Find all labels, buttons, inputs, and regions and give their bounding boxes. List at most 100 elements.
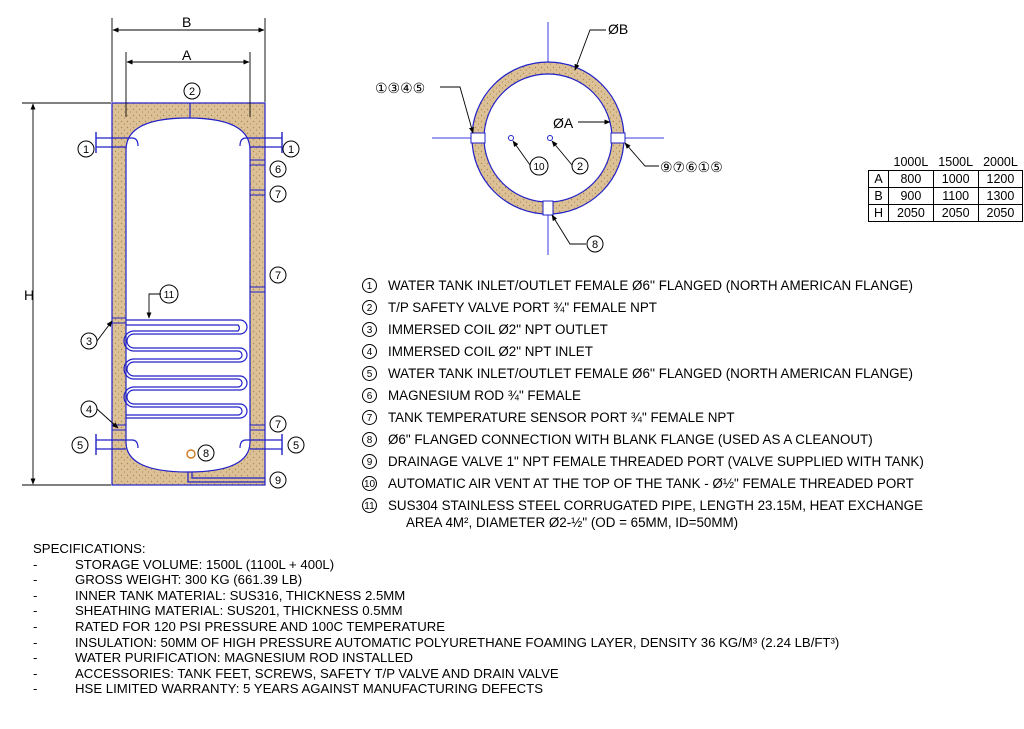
callout-2: 2 bbox=[183, 82, 201, 100]
svg-text:6: 6 bbox=[275, 164, 281, 176]
tank-top-view bbox=[432, 22, 664, 255]
callout-group-top: ①③④⑤ bbox=[375, 80, 425, 96]
legend-text: DRAINAGE VALVE 1" NPT FEMALE THREADED PO… bbox=[388, 454, 924, 469]
spec-text: RATED FOR 120 PSI PRESSURE AND 100C TEMP… bbox=[75, 618, 446, 634]
legend-item: 9 DRAINAGE VALVE 1" NPT FEMALE THREADED P… bbox=[362, 452, 1012, 474]
svg-text:11: 11 bbox=[164, 290, 175, 301]
callout-1-right: 1 bbox=[282, 140, 300, 158]
table-row-label: A bbox=[867, 170, 890, 188]
legend-item: 4 IMMERSED COIL Ø2" NPT INLET bbox=[362, 342, 1012, 364]
table-cell: 2050 bbox=[977, 204, 1024, 222]
callout-8-side: 8 bbox=[197, 444, 215, 462]
table-cell: 1100 bbox=[932, 187, 979, 205]
tank-side-view bbox=[95, 102, 283, 486]
dimension-h-label: H bbox=[24, 287, 34, 303]
legend-list: 1 WATER TANK INLET/OUTLET FEMALE Ø6'' FLA… bbox=[362, 276, 1012, 530]
svg-text:3: 3 bbox=[86, 336, 92, 348]
legend-text: Ø6" FLANGED CONNECTION WITH BLANK FLANGE… bbox=[388, 432, 873, 447]
table-row: B 900 1100 1300 bbox=[867, 187, 1024, 205]
callout-7a: 7 bbox=[269, 185, 287, 203]
legend-text: T/P SAFETY VALVE PORT ¾" FEMALE NPT bbox=[388, 300, 657, 315]
callout-7c: 7 bbox=[269, 415, 287, 433]
port-8-marker bbox=[186, 449, 196, 459]
svg-text:7: 7 bbox=[275, 189, 281, 201]
table-corner bbox=[869, 154, 889, 171]
spec-item: - RATED FOR 120 PSI PRESSURE AND 100C TEM… bbox=[33, 618, 445, 635]
spec-text: ACCESSORIES: TANK FEET, SCREWS, SAFETY T… bbox=[75, 665, 559, 681]
svg-text:8: 8 bbox=[592, 239, 598, 251]
spec-item: - SHEATHING MATERIAL: SUS201, THICKNESS 0… bbox=[33, 603, 403, 619]
side-callouts: 2 1 1 6 7 7 11 3 4 7 5 5 8 9 bbox=[71, 82, 305, 489]
table-header: 1500L bbox=[933, 154, 979, 171]
legend-number: 9 bbox=[362, 454, 377, 469]
legend-text: IMMERSED COIL Ø2" NPT INLET bbox=[388, 344, 593, 359]
table-row: A 800 1000 1200 bbox=[867, 170, 1024, 188]
table-cell: 900 bbox=[888, 187, 934, 205]
spec-item: -INNER TANK MATERIAL: SUS316, THICKNESS … bbox=[33, 588, 405, 604]
table-header: 2000L bbox=[978, 154, 1023, 171]
callout-5-left: 5 bbox=[71, 436, 89, 454]
inner-tank bbox=[125, 117, 251, 473]
legend-number: 10 bbox=[362, 476, 377, 491]
table-row-label: B bbox=[867, 187, 890, 205]
table-cell: 2050 bbox=[888, 204, 934, 222]
callout-1-left: 1 bbox=[77, 140, 95, 158]
legend-text: WATER TANK INLET/OUTLET FEMALE Ø6'' FLAN… bbox=[388, 278, 913, 293]
legend-item: 2 T/P SAFETY VALVE PORT ¾" FEMALE NPT bbox=[362, 298, 1012, 320]
spec-text: STORAGE VOLUME: 1500L (1100L + 400L) bbox=[75, 556, 335, 572]
specifications-block: SPECIFICATIONS: - STORAGE VOLUME: 1500L (… bbox=[33, 541, 839, 697]
spec-dash: - bbox=[33, 556, 38, 572]
spec-dash: - bbox=[33, 650, 38, 666]
spec-text: INNER TANK MATERIAL: SUS316, THICKNESS 2… bbox=[75, 587, 406, 603]
legend-text: TANK TEMPERATURE SENSOR PORT ¾" FEMALE N… bbox=[388, 410, 735, 425]
legend-number: 4 bbox=[362, 344, 377, 359]
callout-8-top: 8 bbox=[586, 235, 604, 253]
table-cell: 2050 bbox=[932, 204, 979, 222]
spec-dash: - bbox=[33, 681, 38, 697]
spec-item: - WATER PURIFICATION: MAGNESIUM ROD INSTA… bbox=[33, 650, 413, 666]
legend-item: 11 SUS304 STAINLESS STEEL CORRUGATED PIPE… bbox=[362, 496, 1012, 530]
callout-3: 3 bbox=[80, 332, 98, 350]
callout-10-top: 10 bbox=[529, 156, 549, 176]
table-row: H 2050 2050 2050 bbox=[867, 204, 1024, 222]
legend-text: IMMERSED COIL Ø2" NPT OUTLET bbox=[388, 322, 608, 337]
spec-item: -ACCESSORIES: TANK FEET, SCREWS, SAFETY … bbox=[33, 666, 559, 682]
legend-text: SUS304 STAINLESS STEEL CORRUGATED PIPE, … bbox=[388, 498, 924, 513]
svg-text:2: 2 bbox=[189, 86, 195, 98]
svg-text:2: 2 bbox=[577, 161, 583, 173]
spec-text: WATER PURIFICATION: MAGNESIUM ROD INSTAL… bbox=[75, 650, 414, 666]
dimension-table: 1000L 1500L 2000L A 800 1000 1200 B 900 … bbox=[867, 154, 1024, 222]
spec-text: SHEATHING MATERIAL: SUS201, THICKNESS 0.… bbox=[75, 603, 403, 619]
dimension-b-label: B bbox=[182, 14, 191, 30]
spec-dash: - bbox=[33, 634, 38, 650]
spec-dash: - bbox=[33, 603, 38, 619]
legend-item: 7 TANK TEMPERATURE SENSOR PORT ¾" FEMALE … bbox=[362, 408, 1012, 430]
spec-item: -INSULATION: 50MM OF HIGH PRESSURE AUTOM… bbox=[33, 634, 839, 651]
specifications-title: SPECIFICATIONS: bbox=[33, 541, 146, 556]
legend-number: 2 bbox=[362, 300, 377, 315]
legend-number: 1 bbox=[362, 278, 377, 293]
svg-text:5: 5 bbox=[293, 440, 299, 452]
svg-text:8: 8 bbox=[203, 448, 209, 460]
side-dimensions bbox=[22, 18, 266, 486]
dimension-a-label: A bbox=[182, 47, 192, 63]
spec-item: -GROSS WEIGHT: 300 KG (661.39 LB) bbox=[33, 572, 302, 588]
callout-group-right: ⑨⑦⑥①⑤ bbox=[660, 159, 723, 175]
spec-dash: - bbox=[33, 618, 38, 634]
legend-number: 11 bbox=[362, 498, 377, 513]
spec-item: - STORAGE VOLUME: 1500L (1100L + 400L) bbox=[33, 556, 334, 573]
diameter-b-label: ØB bbox=[608, 21, 628, 37]
callout-6: 6 bbox=[269, 160, 287, 178]
callout-7b: 7 bbox=[269, 266, 287, 284]
table-cell: 1200 bbox=[977, 170, 1024, 188]
spec-text: HSE LIMITED WARRANTY: 5 YEARS AGAINST MA… bbox=[75, 681, 543, 697]
diameter-a-label: ØA bbox=[553, 115, 574, 131]
legend-number: 7 bbox=[362, 410, 377, 425]
table-cell: 1000 bbox=[932, 170, 979, 188]
callout-4: 4 bbox=[80, 400, 98, 418]
